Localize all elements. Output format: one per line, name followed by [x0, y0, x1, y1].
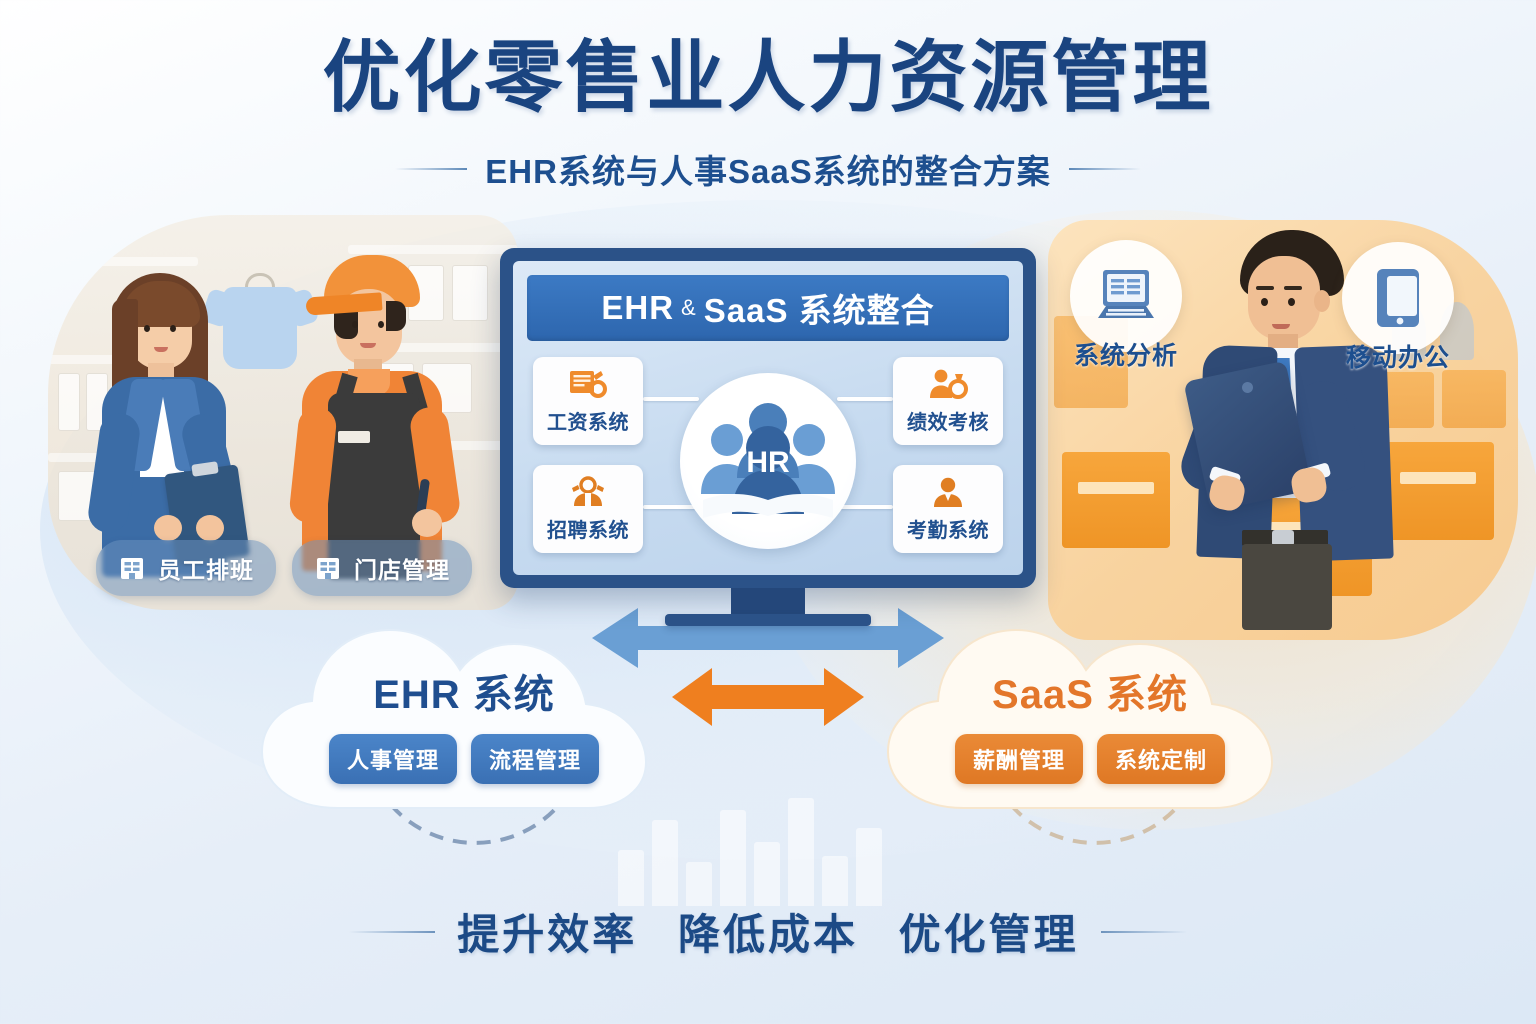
shelf-plank — [348, 343, 518, 352]
decorative-bar — [720, 810, 746, 906]
header: 优化零售业人力资源管理 EHR系统与人事SaaS系统的整合方案 — [0, 0, 1536, 193]
decorative-bar — [754, 842, 780, 906]
connector-line — [837, 505, 893, 509]
feature-card-attendance[interactable]: 考勤系统 — [893, 465, 1003, 553]
connector-line — [643, 505, 699, 509]
footer-rule-left — [349, 930, 436, 933]
shelf-plank — [348, 245, 518, 254]
cloud-title: EHR 系统 — [373, 673, 555, 717]
chip-system-analysis[interactable] — [1070, 240, 1182, 352]
laptop-icon — [1098, 270, 1154, 318]
manager-character — [1174, 230, 1418, 630]
hr-people-group-icon: HR — [701, 403, 835, 518]
shelf-box — [452, 265, 488, 321]
cloud-pill-compensation[interactable]: 薪酬管理 — [954, 734, 1083, 784]
decorative-bar — [822, 856, 848, 906]
tshirt-display — [223, 287, 297, 369]
monitor-frame: EHR & SaaS 系统整合 — [500, 248, 1036, 588]
cloud-card-saas: SaaS 系统 薪酬管理 系统定制 — [880, 612, 1300, 820]
cloud-pill-row: 人事管理 流程管理 — [328, 734, 600, 784]
chip-mobile-office[interactable] — [1342, 242, 1454, 354]
cloud-content: EHR 系统 人事管理 流程管理 — [254, 612, 674, 820]
page-subtitle: EHR系统与人事SaaS系统的整合方案 — [485, 153, 1051, 191]
badge-label: 门店管理 — [354, 557, 450, 583]
subtitle-rule-right — [1068, 168, 1141, 171]
cloud-pill-customization[interactable]: 系统定制 — [1097, 734, 1226, 784]
store-building-icon — [121, 558, 143, 579]
cloud-content: SaaS 系统 薪酬管理 系统定制 — [880, 612, 1300, 820]
decorative-bar — [652, 820, 678, 906]
cloud-pill-row: 薪酬管理 系统定制 — [954, 734, 1226, 784]
chip-caption-mobile-office: 移动办公 — [1345, 344, 1450, 372]
monitor-illustration: EHR & SaaS 系统整合 — [500, 248, 1036, 628]
feature-label: 绩效考核 — [907, 411, 989, 434]
poster-panel — [1442, 370, 1506, 428]
feature-label: 考勤系统 — [907, 519, 989, 542]
screen-title-amp: & — [681, 295, 697, 320]
recruitment-people-icon — [572, 475, 604, 506]
hr-center-hub: HR — [680, 373, 856, 549]
feature-card-recruitment[interactable]: 招聘系统 — [533, 465, 643, 553]
badge-store-management[interactable]: 门店管理 — [292, 540, 472, 596]
chip-caption-system-analysis: 系统分析 — [1073, 342, 1178, 370]
subtitle-row: EHR系统与人事SaaS系统的整合方案 — [0, 145, 1536, 193]
payroll-document-icon — [570, 370, 607, 398]
decorative-bar — [686, 862, 712, 906]
screen-title-bar: EHR & SaaS 系统整合 — [527, 275, 1009, 341]
storage-crate — [1062, 452, 1170, 548]
subtitle-rule-left — [395, 168, 468, 171]
store-building-icon — [317, 558, 339, 579]
screen-title-right: SaaS 系统整合 — [703, 292, 935, 329]
tagline-item-cost: 降低成本 — [677, 911, 858, 958]
tagline-item-management: 优化管理 — [898, 911, 1079, 958]
feature-card-performance[interactable]: 绩效考核 — [893, 357, 1003, 445]
integration-diagram: 工资系统 招聘系统 — [527, 353, 1009, 569]
cloud-pill-hr-management[interactable]: 人事管理 — [328, 734, 457, 784]
feature-card-payroll[interactable]: 工资系统 — [533, 357, 643, 445]
storage-crate — [1378, 442, 1494, 540]
decorative-bar — [856, 828, 882, 906]
mobile-phone-icon — [1377, 269, 1419, 327]
screen-title-left: EHR — [601, 289, 675, 326]
footer-tagline-row: 提升效率 降低成本 优化管理 — [0, 901, 1536, 962]
feature-label: 招聘系统 — [547, 519, 629, 542]
badge-label: 员工排班 — [158, 557, 254, 583]
connector-line — [643, 397, 699, 401]
cloud-title: SaaS 系统 — [992, 673, 1188, 717]
footer-rule-right — [1100, 930, 1187, 933]
hr-hub-label: HR — [746, 446, 790, 479]
page-title: 优化零售业人力资源管理 — [322, 33, 1214, 121]
connector-line — [837, 397, 893, 401]
cloud-card-ehr: EHR 系统 人事管理 流程管理 — [254, 612, 674, 820]
shelf-plank — [48, 257, 198, 266]
shelf-box — [58, 373, 80, 431]
crate-label — [1078, 482, 1154, 494]
tagline-item-efficiency: 提升效率 — [457, 911, 638, 958]
monitor-base — [665, 614, 871, 626]
performance-review-icon — [930, 369, 968, 399]
footer-tagline: 提升效率 降低成本 优化管理 — [457, 901, 1078, 962]
bidirectional-arrow-blue — [592, 608, 944, 668]
attendance-person-icon — [934, 477, 962, 507]
decorative-bar — [788, 798, 814, 906]
left-feature-badges: 员工排班 门店管理 — [96, 540, 472, 596]
monitor-screen: EHR & SaaS 系统整合 — [513, 261, 1023, 575]
monitor-neck — [731, 588, 805, 614]
decorative-bar — [618, 850, 644, 906]
bidirectional-arrow-orange — [672, 668, 864, 726]
feature-label: 工资系统 — [547, 411, 629, 434]
crate-label — [1400, 472, 1476, 484]
cloud-pill-process-management[interactable]: 流程管理 — [471, 734, 600, 784]
clothes-hanger — [245, 273, 275, 291]
badge-employee-scheduling[interactable]: 员工排班 — [96, 540, 276, 596]
